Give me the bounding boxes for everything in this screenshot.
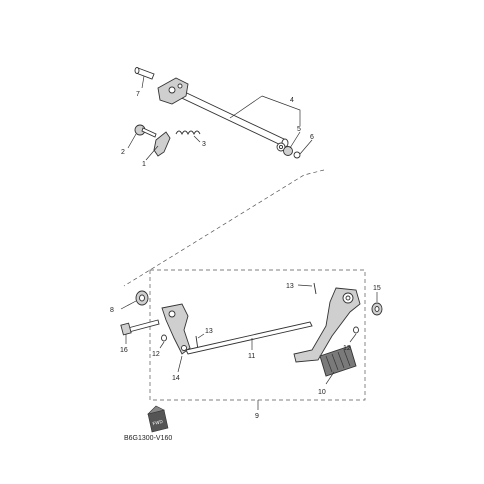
- cotter-pin-right: [313, 282, 317, 295]
- callout-15: 15: [373, 285, 381, 292]
- callout-2: 2: [121, 149, 125, 156]
- front-direction-marker: FWD: [147, 405, 169, 433]
- torsion-spring: [175, 130, 201, 136]
- pedal-rubber: [319, 345, 357, 377]
- callout-7: 7: [136, 91, 140, 98]
- shift-shaft-assembly: [134, 67, 301, 159]
- shift-arm-lower: [161, 303, 191, 355]
- callout-12-right: 12: [343, 345, 351, 352]
- callout-1: 1: [142, 161, 146, 168]
- callout-13-left: 13: [205, 328, 213, 335]
- callout-5: 5: [297, 126, 301, 133]
- callout-9: 9: [255, 413, 259, 420]
- assembly-link-line: [123, 169, 325, 287]
- shift-pedal-group-box: [149, 269, 366, 401]
- shift-pedal-assembly: [120, 282, 383, 377]
- callout-8: 8: [110, 307, 114, 314]
- front-marker-label: FWD: [152, 419, 164, 427]
- callout-12-left: 12: [152, 351, 160, 358]
- callouts: 1 2 3 4 5 6 7 8 9 10 11 12 12 13 13 14 1…: [110, 75, 381, 420]
- callout-16: 16: [120, 347, 128, 354]
- shift-rod: [185, 321, 313, 355]
- bolt: [134, 124, 157, 138]
- callout-10: 10: [318, 389, 326, 396]
- oil-seal: [283, 146, 293, 156]
- shift-lever: [153, 131, 171, 157]
- shift-pedal: [293, 287, 361, 363]
- callout-13-right: 13: [286, 283, 294, 290]
- callout-14: 14: [172, 375, 180, 382]
- washer-left: [161, 334, 167, 342]
- callout-11: 11: [248, 353, 255, 360]
- callout-4: 4: [290, 97, 294, 104]
- callout-6: 6: [310, 134, 314, 141]
- pedal-bolt: [127, 319, 160, 333]
- washer-right: [353, 326, 359, 334]
- drawing-code: B6G1300-V160: [124, 435, 172, 442]
- circlip: [293, 151, 301, 159]
- callout-3: 3: [202, 141, 206, 148]
